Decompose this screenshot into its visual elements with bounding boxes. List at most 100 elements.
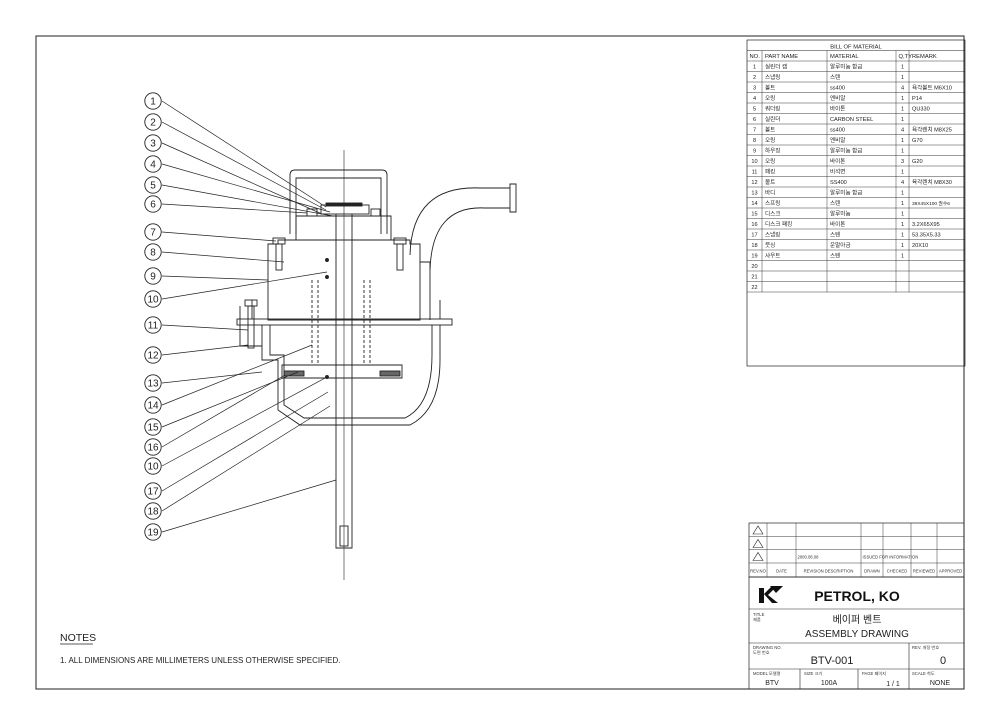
shaft-slot [339,525,349,547]
oring-10b [325,275,329,279]
callout-circle [144,113,162,131]
callout-circle [144,374,162,392]
body-flange-left [239,306,262,347]
callout-number: 18 [147,507,159,518]
bom-cell: 6 [753,117,756,123]
bom-cell: 22 [751,285,757,291]
bom-cell: 1 [901,75,904,81]
callout-number: 5 [150,181,156,192]
bom-cell: 53.35X5.33 [912,232,941,238]
sheet-border [35,35,965,690]
bom-cell: P14 [912,96,922,102]
revision-header-4: CHECKED [887,569,907,574]
title-label: TITLE [753,612,765,617]
callout-number: 17 [147,487,159,498]
bolt-12-head [244,299,258,307]
callout-15: 15 [144,371,299,436]
page-label: PAGE 페이지 [862,670,886,677]
bom-cell: 1 [901,148,904,154]
callout-19: 18 [144,405,331,520]
callout-circle [144,316,162,334]
model-value: BTV [765,680,779,687]
revision-header-0: REV.NO [750,569,766,574]
bom-cell: 1 [753,64,756,70]
bom-cell: 운말아금 [830,241,851,249]
bom-cell: 스텐 [830,73,840,81]
bom-cell: 4 [901,127,904,133]
callout-9: 9 [144,267,269,285]
cylinder-cap-inner [295,177,382,234]
callout-13: 13 [144,371,263,392]
revision-header-5: REVIEWED [913,569,935,574]
bom-cell: 샤우트 [765,251,780,259]
spring-right [363,280,371,365]
bom-cell: 9 [753,148,756,154]
bom-cell: 1 [901,96,904,102]
bom-cell: 1 [901,138,904,144]
company-name: PETROL, KO [814,588,900,604]
rev-value: 0 [940,655,946,667]
bom-cell: 붓싱 [765,241,775,249]
assembly-drawing [236,150,517,580]
bom-cell: 1 [901,106,904,112]
callout-circle [144,418,162,436]
callout-number: 10 [147,295,159,306]
bom-cell: 패킹 [765,167,775,175]
callout-number: 13 [147,379,159,390]
bom-cell: 비석면 [830,167,845,175]
bom-grid [747,50,965,293]
housing-top [267,239,421,262]
body [261,325,441,426]
drawing-no-label-kr: 도면 번호 [753,649,770,655]
bom-cell: 13 [751,190,757,196]
callout-circle [144,346,162,364]
bom-cell: 스냅링 [765,73,780,81]
bom-cell: G70 [912,138,923,144]
callout-number: 19 [147,528,159,539]
bom-cell: 육각볼트 M6X10 [912,84,952,91]
revision-grid [749,523,964,577]
callout-number: 16 [147,443,159,454]
bom-cell: 바디 [765,188,775,196]
bom-cell: 볼트 [765,179,775,186]
bom-cell: 4 [901,85,904,91]
bom-row: 22 [751,285,757,291]
bolt-12 [247,305,255,349]
bom-cell: 바이톤 [830,220,845,228]
bom-cell: 볼트 [765,126,775,133]
scale-label: SCALE 척도 [912,670,935,677]
bom-cell: CARBON STEEL [830,117,873,123]
bom-cell: 17 [751,232,757,238]
gasket [236,318,453,326]
callout-circle [144,502,162,520]
callout-number: 4 [150,160,156,171]
callout-number: 7 [150,228,156,239]
bom-cell: 스냅링 [765,230,780,238]
bom-cell: 1 [901,211,904,217]
bom-cell: 21 [751,274,757,280]
callout-2: 2 [144,113,327,211]
bom-header-3: Q,TY [899,54,913,60]
callout-number: 2 [150,118,156,129]
callout-14: 14 [144,344,313,414]
callout-number: 8 [150,248,156,259]
model-label: MODEL 모델명 [753,670,781,676]
callout-circle [144,457,162,475]
bom-cell: 11 [752,169,758,175]
snap-ring [325,202,363,207]
revision-header-3: DRAWN [864,569,880,574]
bom-cell: 15 [751,211,757,217]
cylinder-cap [289,169,388,234]
disc-packing-r [379,370,401,377]
bom-cell: 육각렌치 M8X30 [912,178,952,186]
title-frame [748,576,965,690]
bom-cell: 1 [901,232,904,238]
bom-cell: 10 [751,159,757,165]
